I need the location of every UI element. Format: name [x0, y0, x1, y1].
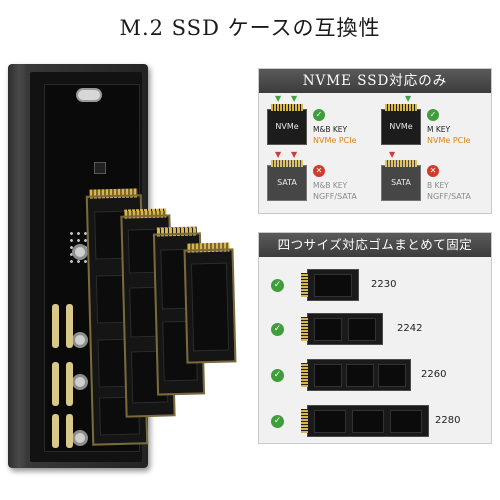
- key-item-mb-sata: ▼ ▼ SATA ✕ M&B KEY NGFF/SATA: [261, 151, 377, 213]
- size-label: 2230: [371, 279, 397, 290]
- card-gold-contacts: [301, 273, 308, 297]
- notch-arrow-icon: ▼: [291, 150, 298, 159]
- card-label: SATA: [391, 178, 411, 187]
- card-label: NVMe: [389, 122, 413, 131]
- contact-pad: [66, 414, 73, 448]
- ssd-gold-contacts: [124, 208, 167, 219]
- card-gold-contacts: [301, 363, 308, 387]
- card-gold-contacts: [301, 317, 308, 341]
- notch-arrow-icon: ▼: [275, 150, 282, 159]
- contact-pad: [52, 414, 59, 448]
- m2-card-icon: NVMe: [381, 104, 421, 145]
- ssd-chip: [190, 262, 230, 352]
- contact-pad: [66, 362, 73, 406]
- ssd-chip: [378, 364, 406, 387]
- mount-hole-2280: [72, 430, 88, 446]
- card-gold-contacts: [301, 409, 308, 433]
- contact-pad: [52, 304, 59, 348]
- size-compat-panel: 四つサイズ対応ゴムまとめて固定 ✓ 2230 ✓ 2242 ✓ 2260 ✓: [258, 232, 492, 444]
- ssd-chip: [352, 410, 384, 433]
- cross-icon: ✕: [313, 165, 325, 177]
- key-protocol: NGFF/SATA: [427, 192, 471, 201]
- key-protocol: NVMe PCIe: [427, 136, 471, 145]
- nvme-compat-panel: NVME SSD対応のみ ▼ ▼ NVMe ✓ M&B KEY NVMe PCI…: [258, 68, 492, 214]
- m2-card-icon: SATA: [267, 160, 307, 201]
- key-protocol: NGFF/SATA: [313, 192, 357, 201]
- check-icon: ✓: [313, 109, 325, 121]
- mount-hole-2260: [72, 374, 88, 390]
- card-gold-contacts: [271, 160, 303, 167]
- mount-hole-2230: [72, 244, 88, 260]
- size-row-2242: ✓ 2242: [259, 309, 491, 349]
- check-icon: ✓: [271, 323, 284, 336]
- ssd-chip: [314, 318, 342, 341]
- ssd-size-card: [301, 269, 359, 301]
- controller-chip: [94, 162, 106, 174]
- key-type: B KEY: [427, 181, 449, 190]
- ssd-size-card: [301, 313, 383, 345]
- card-label: NVMe: [275, 122, 299, 131]
- size-label: 2260: [421, 369, 447, 380]
- usb-c-port: [76, 88, 102, 102]
- ssd-chip: [348, 318, 376, 341]
- ssd-gold-contacts: [89, 188, 138, 199]
- notch-arrow-icon: ▼: [389, 150, 396, 159]
- check-icon: ✓: [271, 415, 284, 428]
- m2-card-icon: NVMe: [267, 104, 307, 145]
- page-title: M.2 SSD ケースの互換性: [119, 16, 381, 40]
- ssd-card-2230: [183, 242, 237, 364]
- ssd-size-card: [301, 405, 429, 437]
- contact-pad: [52, 362, 59, 406]
- key-type: M&B KEY: [313, 125, 348, 134]
- contact-pad: [66, 304, 73, 348]
- card-gold-contacts: [271, 104, 303, 111]
- ssd-chip: [314, 410, 346, 433]
- check-icon: ✓: [427, 109, 439, 121]
- ssd-chip: [314, 274, 352, 297]
- check-icon: ✓: [271, 369, 284, 382]
- notch-arrow-icon: ▼: [405, 94, 412, 103]
- nvme-panel-header: NVME SSD対応のみ: [259, 69, 491, 93]
- ssd-chip: [390, 410, 422, 433]
- size-label: 2280: [435, 415, 461, 426]
- key-item-b-sata: ▼ SATA ✕ B KEY NGFF/SATA: [375, 151, 491, 213]
- notch-arrow-icon: ▼: [275, 94, 282, 103]
- key-item-mb-nvme: ▼ ▼ NVMe ✓ M&B KEY NVMe PCIe: [261, 95, 377, 157]
- key-protocol: NVMe PCIe: [313, 136, 357, 145]
- key-type: M&B KEY: [313, 181, 348, 190]
- ssd-chip: [314, 364, 342, 387]
- notch-arrow-icon: ▼: [291, 94, 298, 103]
- m2-card-icon: SATA: [381, 160, 421, 201]
- card-gold-contacts: [385, 160, 417, 167]
- size-panel-header: 四つサイズ対応ゴムまとめて固定: [259, 233, 491, 257]
- ssd-chip: [346, 364, 374, 387]
- size-label: 2242: [397, 323, 423, 334]
- card-label: SATA: [277, 178, 297, 187]
- size-row-2230: ✓ 2230: [259, 265, 491, 305]
- ssd-size-card: [301, 359, 411, 391]
- key-item-m-nvme: ▼ NVMe ✓ M KEY NVMe PCIe: [375, 95, 491, 157]
- ssd-gold-contacts: [187, 242, 230, 253]
- card-gold-contacts: [385, 104, 417, 111]
- size-row-2260: ✓ 2260: [259, 355, 491, 395]
- ssd-gold-contacts: [156, 226, 197, 237]
- cross-icon: ✕: [427, 165, 439, 177]
- size-row-2280: ✓ 2280: [259, 401, 491, 441]
- mount-hole-2242: [72, 332, 88, 348]
- check-icon: ✓: [271, 279, 284, 292]
- key-type: M KEY: [427, 125, 451, 134]
